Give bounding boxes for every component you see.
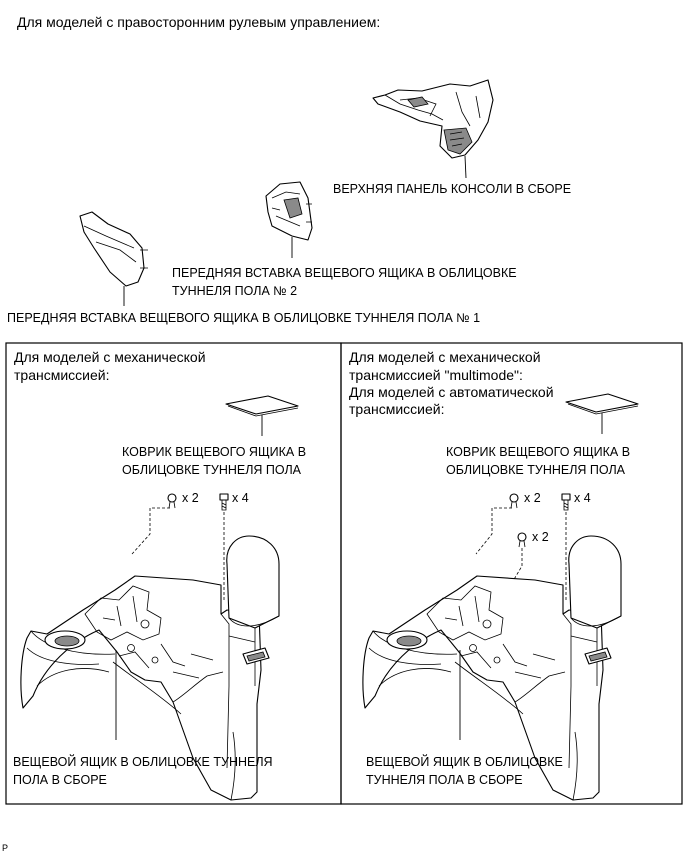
right-condition2-line1: Для моделей с автоматической	[349, 384, 554, 400]
right-console-box-label-line2: ТУННЕЛЯ ПОЛА В СБОРЕ	[366, 773, 523, 787]
front-insert-no2-label-line2: ТУННЕЛЯ ПОЛА № 2	[172, 284, 297, 298]
front-insert-no2-label-line1: ПЕРЕДНЯЯ ВСТАВКА ВЕЩЕВОГО ЯЩИКА В ОБЛИЦО…	[172, 266, 517, 280]
right-condition1-line2: трансмиссией "multimode":	[349, 367, 523, 383]
front-insert-no1-part	[79, 211, 148, 306]
right-clip-icon	[509, 493, 519, 509]
right-condition2-line2: трансмиссией:	[349, 401, 444, 417]
right-console-box-label-line1: ВЕЩЕВОЙ ЯЩИК В ОБЛИЦОВКЕ	[366, 754, 563, 769]
right-screw-qty: x 4	[574, 491, 591, 505]
left-console-box-label-line2: ПОЛА В СБОРЕ	[13, 773, 107, 787]
left-clip-qty: x 2	[182, 491, 199, 505]
upper-console-panel-label: ВЕРХНЯЯ ПАНЕЛЬ КОНСОЛИ В СБОРЕ	[333, 182, 571, 196]
left-tray-mat-label-line2: ОБЛИЦОВКЕ ТУННЕЛЯ ПОЛА	[122, 463, 302, 477]
left-console-box-label-line1: ВЕЩЕВОЙ ЯЩИК В ОБЛИЦОВКЕ ТУННЕЛЯ	[13, 754, 273, 769]
left-condition-line2: трансмиссией:	[14, 367, 109, 383]
header-title: Для моделей с правосторонним рулевым упр…	[17, 14, 380, 30]
upper-console-panel-part	[372, 79, 494, 179]
right-screw-icon	[561, 493, 571, 511]
figure-code: P	[2, 843, 8, 853]
left-panel-frame	[5, 342, 342, 805]
right-clip2-icon	[517, 532, 527, 548]
front-insert-no1-label: ПЕРЕДНЯЯ ВСТАВКА ВЕЩЕВОГО ЯЩИКА В ОБЛИЦО…	[7, 311, 480, 325]
right-tray-mat-label-line2: ОБЛИЦОВКЕ ТУННЕЛЯ ПОЛА	[446, 463, 626, 477]
left-tray-mat-label-line1: КОВРИК ВЕЩЕВОГО ЯЩИКА В	[122, 445, 306, 459]
right-condition1-line1: Для моделей с механической	[349, 349, 541, 365]
right-clip2-qty: x 2	[532, 530, 549, 544]
right-tray-mat-part	[565, 393, 639, 434]
left-clip-icon	[167, 493, 177, 509]
right-panel-frame	[340, 342, 683, 805]
left-screw-qty: x 4	[232, 491, 249, 505]
front-insert-no2-part	[265, 181, 313, 258]
right-tray-mat-label-line1: КОВРИК ВЕЩЕВОГО ЯЩИКА В	[446, 445, 630, 459]
right-clip-qty: x 2	[524, 491, 541, 505]
left-tray-mat-part	[225, 395, 299, 436]
left-condition-line1: Для моделей с механической	[14, 349, 206, 365]
left-screw-icon	[219, 493, 229, 511]
